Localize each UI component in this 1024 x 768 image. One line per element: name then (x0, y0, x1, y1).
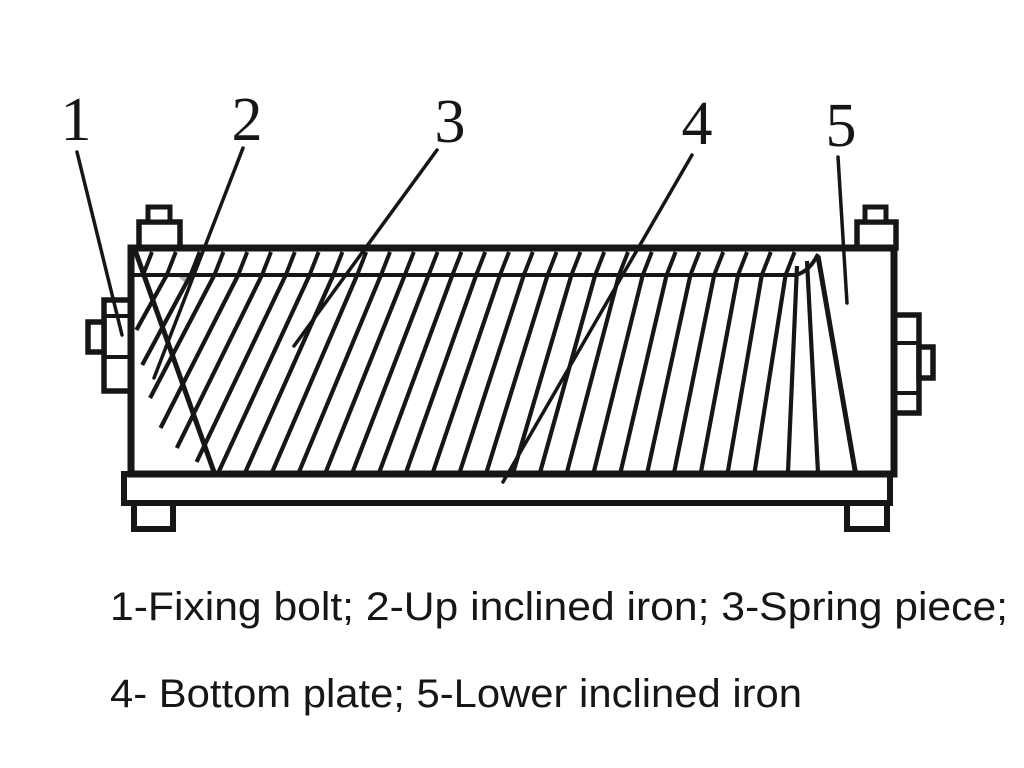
spring-line (174, 274, 264, 449)
lower-inclined-iron-edge (815, 255, 859, 477)
spring-line (243, 274, 336, 473)
top-bolt-left-base (136, 219, 183, 251)
spring-line (216, 274, 312, 473)
spring-band-tick (331, 251, 345, 276)
spring-line (148, 274, 217, 399)
spring-band-tick (450, 251, 464, 276)
spring-band-tick (212, 251, 226, 276)
spring-line (725, 274, 764, 473)
spring-line (404, 274, 479, 473)
spring-band-tick (355, 251, 369, 276)
spring-band-tick (426, 251, 440, 276)
top-bolt-right-base (854, 219, 899, 251)
leader-line-2 (152, 146, 245, 380)
part-label-1-fixing-bolt: 1 (61, 86, 92, 154)
spring-line (350, 274, 431, 473)
spring-line (698, 274, 741, 473)
leader-line-1 (75, 150, 124, 337)
part-label-2-up-inclined-iron: 2 (232, 86, 263, 154)
spring-line (323, 274, 407, 473)
foot-right (844, 500, 890, 532)
spring-line (270, 274, 360, 473)
part-label-4-bottom-plate: 4 (682, 90, 713, 158)
spring-line (158, 274, 241, 429)
caption-line-2: 4- Bottom plate; 5-Lower inclined iron (110, 672, 802, 716)
spring-line (377, 274, 455, 473)
spring-band-tick (498, 251, 511, 276)
spring-band-tick (593, 251, 607, 276)
spring-band-tick (545, 251, 559, 276)
spring-line (785, 265, 800, 473)
up-inclined-iron-edge (132, 249, 217, 473)
spring-line (140, 274, 193, 366)
leader-line-5 (836, 155, 849, 305)
spring-line (511, 274, 574, 473)
spring-band-tick (759, 251, 773, 276)
top-bolt-left-head (145, 204, 173, 225)
spring-band-tick (188, 251, 202, 276)
fixing-bolt-right-body (891, 312, 922, 416)
leader-line-3 (292, 148, 439, 348)
spring-band-tick (712, 251, 726, 276)
bottom-plate (121, 471, 893, 506)
part-label-5-lower-inclined-iron: 5 (826, 92, 857, 160)
screen-body-linework (85, 204, 936, 532)
spring-band-tick (283, 251, 297, 276)
spring-line (297, 274, 383, 473)
part-label-3-spring-piece: 3 (435, 88, 466, 156)
spring-band-tick (236, 251, 250, 276)
spring-line (564, 274, 622, 473)
spring-band-tick (640, 251, 654, 276)
spring-line (457, 274, 526, 473)
spring-line (618, 274, 669, 473)
spring-line (645, 274, 693, 473)
spring-line (484, 274, 550, 473)
fixing-bolt-left-head (85, 319, 107, 355)
spring-band-tick (474, 251, 488, 276)
spring-band-tick (783, 251, 797, 276)
spring-band-tick (379, 251, 392, 276)
spring-band-tick (307, 251, 321, 276)
spring-line (804, 260, 821, 474)
spring-band-tick (164, 251, 178, 276)
spring-band-tick (260, 251, 273, 276)
top-bolt-right-head (862, 204, 889, 225)
spring-line (752, 274, 788, 473)
spring-line (431, 274, 502, 473)
spring-band-tick (688, 251, 702, 276)
spring-line (194, 274, 288, 463)
spring-band-tick (736, 251, 749, 276)
caption-line-1: 1-Fixing bolt; 2-Up inclined iron; 3-Spr… (110, 585, 1008, 629)
leader-line-4 (501, 153, 694, 484)
leader-lines (75, 146, 849, 484)
spring-line (591, 274, 645, 473)
spring-band-tick (521, 251, 535, 276)
spring-band-tick (664, 251, 678, 276)
spring-band-tick (402, 251, 416, 276)
spring-band-tick (569, 251, 583, 276)
spring-line (672, 274, 717, 473)
spring-band-tick (617, 251, 630, 276)
fixing-bolt-right-head (916, 344, 936, 381)
foot-left (131, 500, 176, 532)
